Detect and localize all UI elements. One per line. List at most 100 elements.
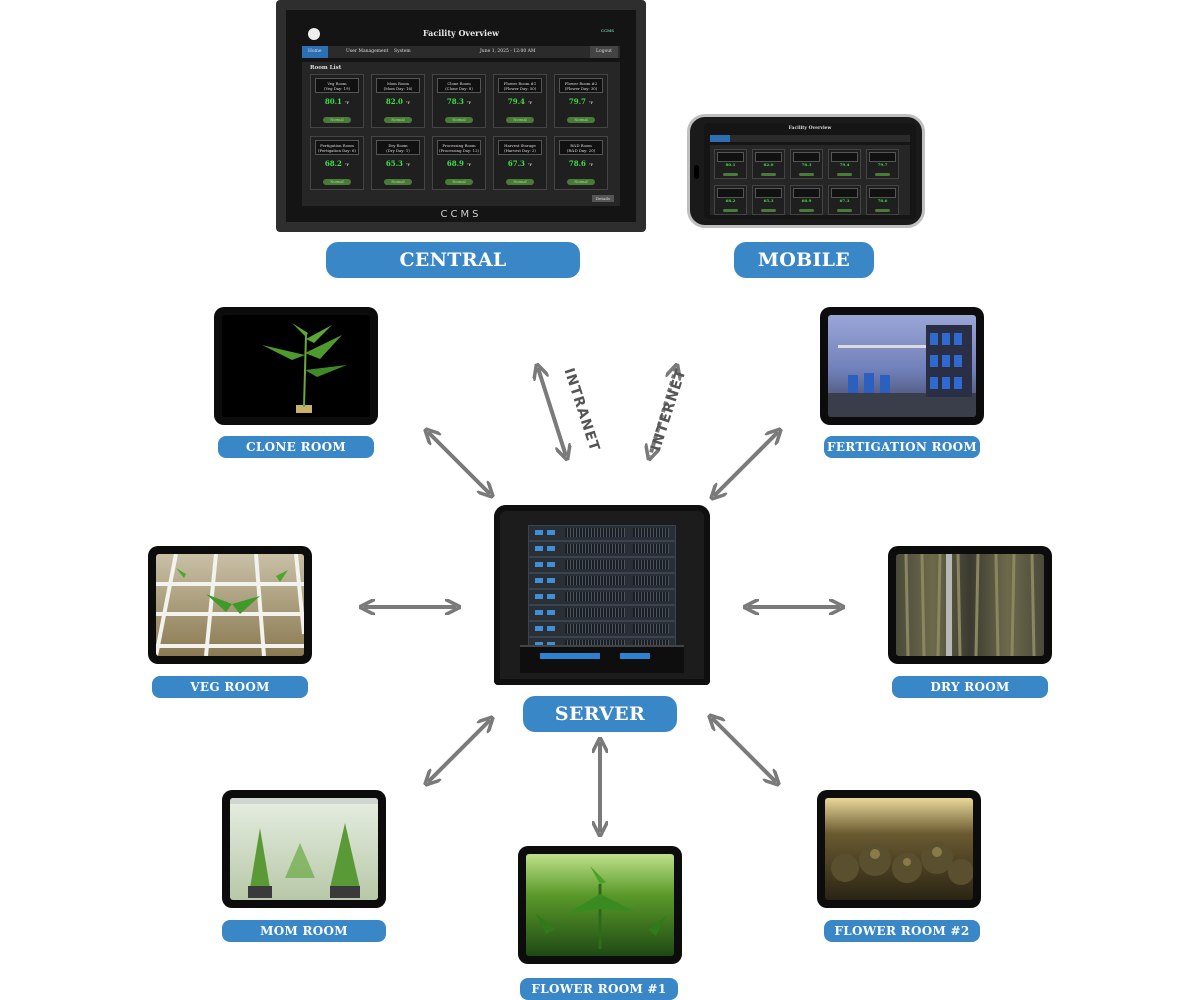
central-controller-label: CENTRAL CONTROLLER bbox=[326, 242, 580, 307]
room-card-temperature: 82.0°F bbox=[385, 97, 411, 106]
room-card-name: Veg Room(Veg Day: 19) bbox=[315, 78, 359, 93]
mobile-room-card[interactable]: 78.6 bbox=[866, 185, 899, 215]
room-card-temperature: 78.3°F bbox=[446, 97, 472, 106]
flower-room-1-label: FLOWER ROOM #1 bbox=[520, 978, 678, 1000]
mom-room-label: MOM ROOM bbox=[222, 920, 386, 942]
ccms-logo-small: CCMS bbox=[601, 28, 614, 33]
mobile-room-temperature: 82.0 bbox=[763, 162, 774, 167]
dry-hanging-icon bbox=[904, 554, 1036, 656]
central-controller-monitor: CCMS Facility Overview Home User Managem… bbox=[276, 0, 646, 232]
mobile-screen: Facility Overview 80.1 82.0 78.3 79.4 79.7 68… bbox=[704, 123, 916, 219]
flower-room-2-tablet bbox=[817, 790, 981, 908]
room-card[interactable]: Mom Room(Mom Day: 16) 82.0°F Normal bbox=[371, 74, 425, 128]
arrow-internet bbox=[650, 368, 676, 456]
mobile-room-temperature: 80.1 bbox=[725, 162, 736, 167]
logout-button[interactable]: Logout bbox=[590, 46, 618, 58]
server-rack-unit bbox=[528, 557, 676, 573]
room-card-status: Normal bbox=[567, 117, 595, 123]
mobile-room-card[interactable]: 78.3 bbox=[790, 149, 823, 179]
flower-room-2-label: FLOWER ROOM #2 bbox=[824, 920, 980, 942]
clone-room-image bbox=[222, 315, 370, 417]
veg-room-tablet bbox=[148, 546, 312, 664]
flower-room-1-tablet bbox=[518, 846, 682, 964]
server-label: SERVER bbox=[523, 696, 677, 732]
room-card[interactable]: Veg Room(Veg Day: 19) 80.1°F Normal bbox=[310, 74, 364, 128]
dry-room-label: DRY ROOM bbox=[892, 676, 1048, 698]
veg-room-label: VEG ROOM bbox=[152, 676, 308, 698]
room-card-status: Normal bbox=[384, 179, 412, 185]
arrow-clone-room bbox=[428, 432, 490, 494]
server-rack-unit bbox=[528, 589, 676, 605]
server-rack-unit bbox=[528, 621, 676, 637]
room-card-temperature: 68.2°F bbox=[324, 159, 350, 168]
room-card-name: R&D Room(R&D Day: 20) bbox=[559, 140, 603, 155]
room-card-temperature: 79.4°F bbox=[507, 97, 533, 106]
room-card-name: Processing Room(Processing Day: 12) bbox=[437, 140, 481, 155]
server-rack-unit bbox=[528, 525, 676, 541]
mobile-room-card[interactable]: 68.2 bbox=[714, 185, 747, 215]
room-card-temperature: 67.3°F bbox=[507, 159, 533, 168]
mobile-room-card[interactable]: 79.7 bbox=[866, 149, 899, 179]
server-rack-unit bbox=[528, 605, 676, 621]
room-card-status: Normal bbox=[506, 179, 534, 185]
server-rack bbox=[494, 505, 710, 685]
room-card-temperature: 79.7°F bbox=[568, 97, 594, 106]
mobile-room-temperature: 79.7 bbox=[877, 162, 888, 167]
veg-room-image bbox=[156, 554, 304, 656]
mobile-room-card[interactable]: 67.3 bbox=[828, 185, 861, 215]
room-card[interactable]: Processing Room(Processing Day: 12) 68.9°… bbox=[432, 136, 486, 190]
room-card-status: Normal bbox=[567, 179, 595, 185]
mobile-room-temperature: 78.3 bbox=[801, 162, 812, 167]
details-button[interactable]: Details bbox=[591, 195, 614, 202]
mobile-screen-title: Facility Overview bbox=[788, 126, 832, 131]
room-card-temperature: 65.3°F bbox=[385, 159, 411, 168]
mobile-room-card[interactable]: 68.9 bbox=[790, 185, 823, 215]
room-card[interactable]: Flower Room #2(Flower Day: 30) 79.7°F Norm… bbox=[554, 74, 608, 128]
room-card[interactable]: Fertigation Room(Fertigation Day: 6)68.2… bbox=[310, 136, 364, 190]
room-card-status: Normal bbox=[384, 117, 412, 123]
clone-room-label: CLONE ROOM bbox=[218, 436, 374, 458]
mobile-room-card[interactable]: 82.0 bbox=[752, 149, 785, 179]
room-card-name: Dry Room(Dry Day: 1) bbox=[376, 140, 420, 155]
mom-room-image bbox=[230, 798, 378, 900]
room-card-status: Normal bbox=[323, 117, 351, 123]
arrow-fertigation-room bbox=[714, 432, 778, 496]
mobile-room-card[interactable]: 65.3 bbox=[752, 185, 785, 215]
dry-room-tablet bbox=[888, 546, 1052, 664]
fertigation-room-tablet bbox=[820, 307, 984, 425]
room-card-name: Mom Room(Mom Day: 16) bbox=[376, 78, 420, 93]
room-card-name: Flower Room #2(Flower Day: 30) bbox=[559, 78, 603, 93]
room-card-name: Flower Room #1(Flower Day: 50) bbox=[498, 78, 542, 93]
screen-datetime: June 1, 2025 - 12:00 AM bbox=[480, 49, 536, 54]
room-card-temperature: 68.9°F bbox=[446, 159, 472, 168]
tab-home[interactable]: Home bbox=[302, 46, 328, 58]
mobile-room-card[interactable]: 79.4 bbox=[828, 149, 861, 179]
tab-user-management[interactable]: User Management bbox=[346, 49, 389, 54]
clone-plant-icon bbox=[262, 323, 347, 413]
mobile-tab-home[interactable] bbox=[710, 135, 730, 142]
room-card[interactable]: Dry Room(Dry Day: 1) 65.3°F Normal bbox=[371, 136, 425, 190]
flower-room-2-canopy-icon bbox=[831, 842, 973, 885]
room-card-temperature: 80.1°F bbox=[324, 97, 350, 106]
flower-room-1-image bbox=[526, 854, 674, 956]
flower-room-1-plant-icon bbox=[536, 866, 666, 949]
room-card-status: Normal bbox=[323, 179, 351, 185]
server-rack-unit bbox=[528, 573, 676, 589]
facility-overview-screen: CCMS Facility Overview Home User Managem… bbox=[286, 10, 636, 222]
veg-grid-icon bbox=[156, 554, 304, 656]
tab-system[interactable]: System bbox=[394, 49, 411, 54]
mobile-room-card[interactable]: 80.1 bbox=[714, 149, 747, 179]
ccms-brand: CCMS bbox=[440, 209, 482, 220]
dry-room-image bbox=[896, 554, 1044, 656]
mobile-room-temperature: 68.2 bbox=[725, 198, 736, 203]
mobile-tab-bar bbox=[710, 135, 910, 142]
phone-camera-icon bbox=[694, 165, 699, 179]
mobile-room-temperature: 78.6 bbox=[877, 198, 888, 203]
fertigation-tanks-icon bbox=[828, 325, 976, 417]
